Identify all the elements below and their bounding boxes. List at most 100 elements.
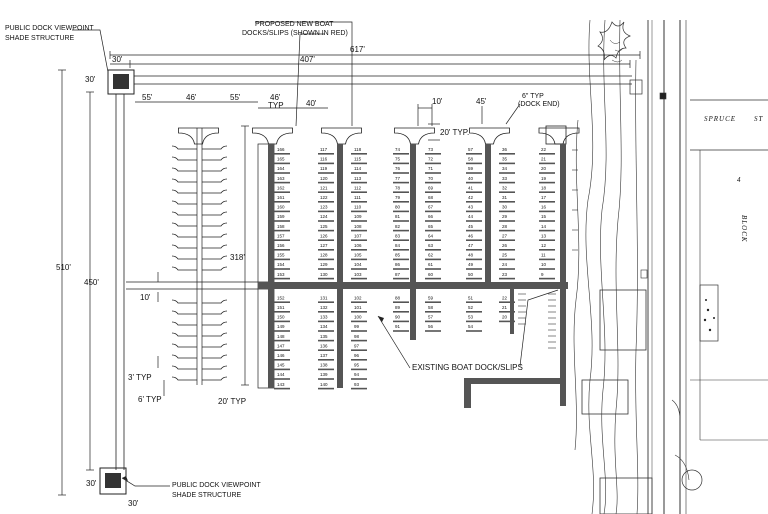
slip-number: 146 xyxy=(277,353,285,358)
slip-number: 115 xyxy=(354,157,362,162)
slip-divider xyxy=(274,210,290,213)
slip-number: 68 xyxy=(428,195,434,200)
slip-number: 143 xyxy=(277,382,285,387)
slip-divider xyxy=(425,181,441,184)
slip-number: 57 xyxy=(428,315,434,320)
slip-number: 123 xyxy=(320,205,328,210)
slip-divider xyxy=(318,320,334,323)
slip-number: 163 xyxy=(277,176,285,181)
slip-divider xyxy=(466,311,482,313)
slip-divider xyxy=(393,311,409,313)
slip-divider xyxy=(318,229,334,232)
proposed-finger xyxy=(171,233,228,238)
slip-divider xyxy=(318,220,334,222)
dim-30-bottom-left: 30' xyxy=(86,479,97,488)
slip-number: 36 xyxy=(502,147,508,152)
shoreline-area xyxy=(573,19,768,514)
slip-number: 43 xyxy=(468,205,474,210)
slip-number: 145 xyxy=(277,363,285,368)
slip-number: 72 xyxy=(428,157,434,162)
slip-dividers xyxy=(274,153,555,390)
slip-divider xyxy=(318,378,334,380)
proposed-finger xyxy=(171,211,228,216)
proposed-finger xyxy=(171,266,228,271)
slip-divider xyxy=(351,359,367,361)
proposed-finger xyxy=(171,222,228,227)
slip-number: 20 xyxy=(541,166,547,171)
slip-number: 35 xyxy=(502,157,508,162)
slip-divider xyxy=(274,311,290,313)
slip-divider xyxy=(499,268,515,270)
bottom-viewpoint-label-1: PUBLIC DOCK VIEWPOINT xyxy=(172,482,261,489)
slip-divider xyxy=(274,330,290,332)
slip-divider xyxy=(539,172,555,174)
slip-number: 97 xyxy=(354,343,360,348)
slip-number: 122 xyxy=(320,195,328,200)
slip-number: 154 xyxy=(277,262,285,267)
slip-divider xyxy=(539,201,555,203)
slip-divider xyxy=(425,162,441,165)
slip-divider xyxy=(318,210,334,213)
slip-number: 162 xyxy=(277,185,285,190)
slip-number: 70 xyxy=(428,176,434,181)
slip-number: 134 xyxy=(320,324,328,329)
slip-number: 62 xyxy=(428,253,434,258)
slip-divider xyxy=(274,349,290,351)
slip-divider xyxy=(351,268,367,270)
proposed-finger xyxy=(171,354,228,359)
slip-number: 51 xyxy=(468,295,474,300)
slip-divider xyxy=(393,229,409,232)
slip-number: 106 xyxy=(354,243,362,248)
slip-divider xyxy=(466,249,482,251)
proposed-fingers xyxy=(126,128,275,389)
slip-divider xyxy=(466,191,482,193)
slip-number: 63 xyxy=(428,243,434,248)
slip-number: 99 xyxy=(354,324,360,329)
slip-divider xyxy=(499,181,515,184)
dimension-lines xyxy=(58,21,641,496)
slip-number: 61 xyxy=(428,262,434,267)
slip-divider xyxy=(499,320,515,323)
slip-divider xyxy=(351,339,367,342)
dim-407: 407' xyxy=(300,55,315,64)
slip-number: 56 xyxy=(428,324,434,329)
slip-number: 124 xyxy=(320,214,328,219)
slip-divider xyxy=(274,258,290,261)
slip-divider xyxy=(318,368,334,371)
slip-number: 111 xyxy=(354,195,361,200)
slip-number: 18 xyxy=(541,185,547,190)
slip-number: 21 xyxy=(541,157,547,162)
dim-617: 617' xyxy=(350,45,365,54)
dim-20-typ-b: 20' TYP xyxy=(218,397,246,406)
dim-450: 450' xyxy=(84,278,99,287)
slip-number: 64 xyxy=(428,233,434,238)
slip-divider xyxy=(539,210,555,213)
slip-number: 22 xyxy=(502,295,508,300)
dim-318: 318' xyxy=(230,253,245,262)
slip-divider xyxy=(393,210,409,213)
slip-number: 164 xyxy=(277,166,285,171)
slip-divider xyxy=(274,320,290,323)
slip-number: 10 xyxy=(541,262,547,267)
arrow-heads xyxy=(122,316,384,481)
proposed-finger xyxy=(171,310,228,315)
dim-20-typ: 20' TYP. xyxy=(440,128,469,137)
shade-structure-top xyxy=(113,74,129,89)
slip-number: 157 xyxy=(277,233,285,238)
slip-divider xyxy=(318,311,334,313)
slip-number: 78 xyxy=(395,185,401,190)
slip-number: 118 xyxy=(354,147,362,152)
slip-divider xyxy=(539,191,555,193)
dock-head xyxy=(394,127,435,145)
slip-divider xyxy=(274,239,290,241)
slip-number: 20 xyxy=(502,315,508,320)
slip-divider xyxy=(499,258,515,261)
proposed-finger xyxy=(171,178,228,183)
dim-46-typ: TYP xyxy=(268,101,284,110)
block-label: BLOCK xyxy=(740,215,748,243)
slip-divider xyxy=(393,201,409,203)
public-walkway xyxy=(99,69,632,495)
slip-divider xyxy=(425,330,441,332)
slip-number: 88 xyxy=(395,295,401,300)
